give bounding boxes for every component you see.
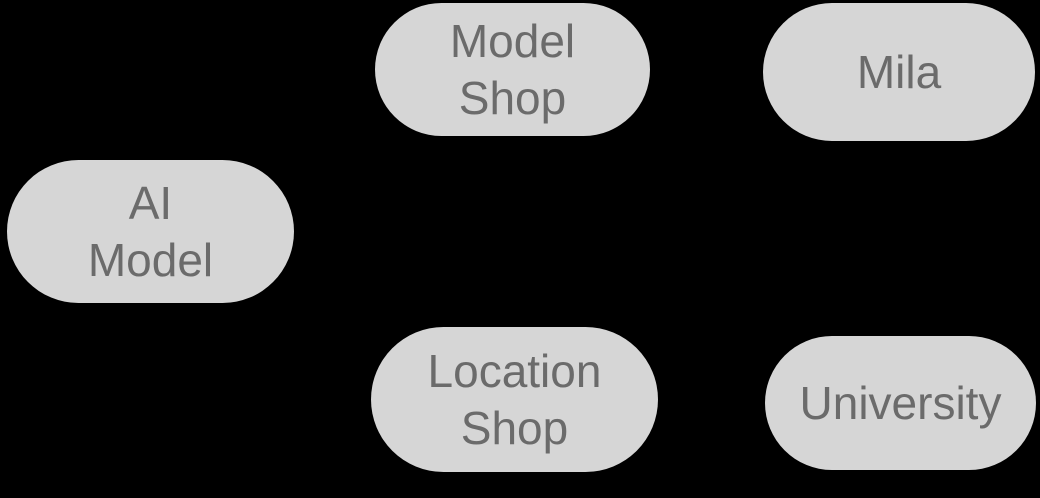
node-model-shop: Model Shop — [375, 3, 650, 136]
node-ai-model: AI Model — [7, 160, 294, 303]
node-model-shop-label: Model Shop — [449, 15, 576, 124]
node-mila-label: Mila — [856, 45, 942, 98]
node-location-shop: Location Shop — [371, 327, 658, 472]
node-ai-model-label: AI Model — [87, 177, 214, 286]
node-university-label: University — [799, 376, 1002, 429]
node-mila: Mila — [763, 3, 1035, 141]
node-university: University — [765, 336, 1036, 470]
node-location-shop-label: Location Shop — [427, 345, 602, 454]
